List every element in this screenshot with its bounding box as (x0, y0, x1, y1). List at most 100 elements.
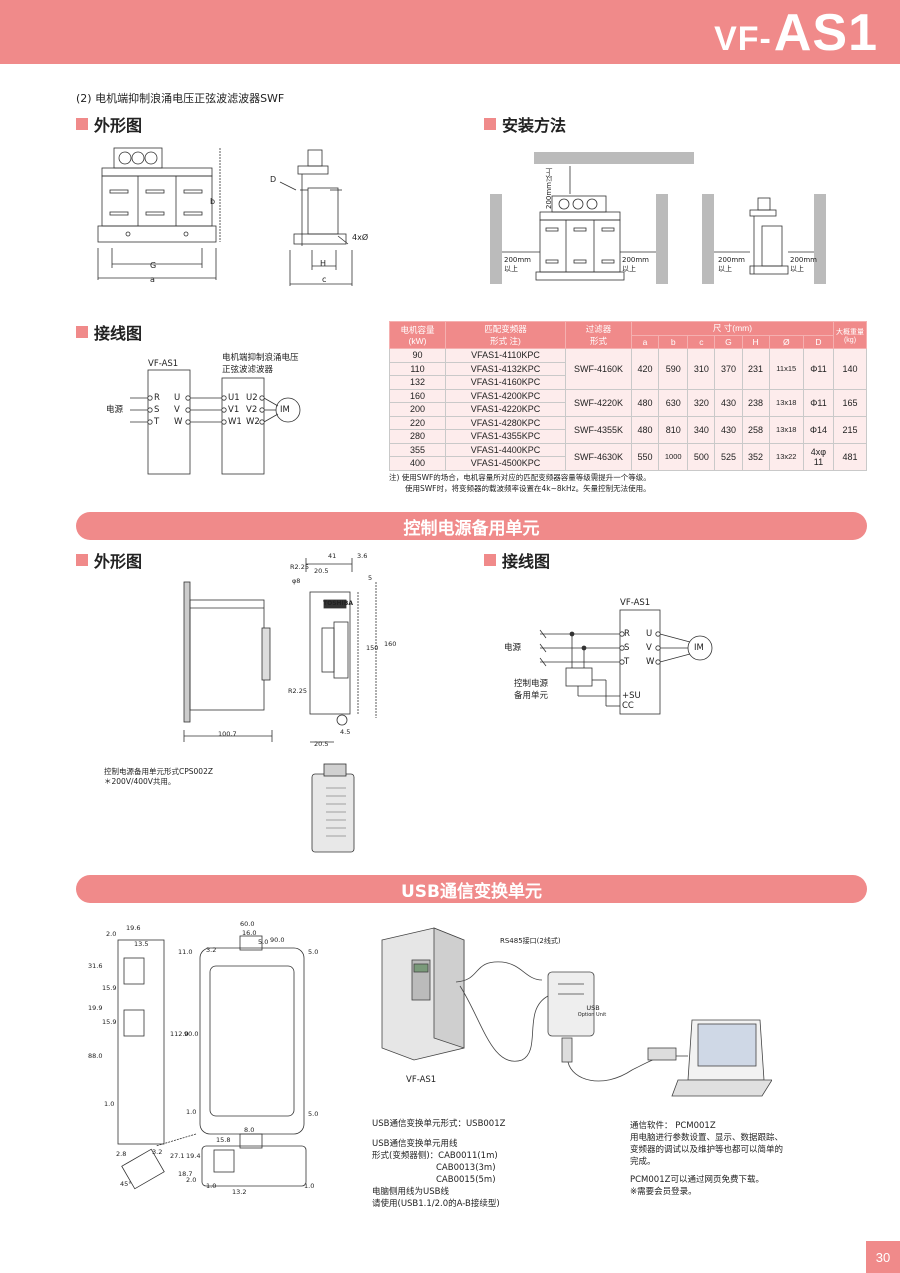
usb-software-line3: 完成。 (630, 1157, 656, 1167)
cps-wiring-inverter: VF-AS1 (620, 598, 651, 608)
header-bar (0, 0, 900, 64)
swf-term-U: U (174, 393, 181, 403)
swf-term-V2: V2 (246, 405, 258, 415)
usb-dim-28: 2.8 (116, 1150, 127, 1158)
cps-term-V: V (646, 643, 652, 653)
usb-dim-10b: 1.0 (186, 1108, 197, 1116)
usb-dim-50a: 5.0 (258, 938, 269, 946)
usb-dim-159b: 15.9 (102, 1018, 117, 1026)
swf-dim-a: a (150, 275, 155, 284)
usb-dim-271: 27.1 (170, 1152, 185, 1160)
square-bullet-icon (484, 554, 496, 566)
brand-suffix: AS1 (773, 4, 878, 62)
cps-dim-5: 5 (368, 574, 373, 582)
table-header-row: 电机容量(kW) 匹配变频器形式 注) 过滤器形式 尺 寸(mm) 大概重量(k… (389, 321, 867, 349)
cps-dim-phi8: φ8 (292, 577, 301, 585)
cps-dim-r225: R2.25 (290, 563, 309, 571)
usb-dim-32b: 3.2 (152, 1148, 163, 1156)
swf-outline-heading: 外形图 (76, 112, 142, 136)
usb-connector-label: RS485接口(2线式) (500, 937, 561, 945)
cps-caption-2: ＊200V/400V共用。 (104, 777, 176, 786)
col-model: 匹配变频器形式 注) (445, 321, 566, 349)
swf-spec-table: 电机容量(kW) 匹配变频器形式 注) 过滤器形式 尺 寸(mm) 大概重量(k… (389, 321, 867, 471)
col-capacity: 电机容量(kW) (389, 321, 446, 349)
swf-motor-label: IM (280, 405, 290, 415)
cps-term-S: S (624, 643, 630, 653)
usb-outline-drawing (117, 935, 307, 1190)
usb-dim-880: 88.0 (88, 1052, 103, 1060)
cps-term-R: R (624, 629, 630, 639)
swf-wiring-source: 电源 (106, 405, 124, 415)
swf-wiring-inverter-label: VF-AS1 (148, 359, 179, 369)
usb-software-line4: PCM001Z可以通过网页免费下载。 (630, 1175, 764, 1185)
swf-dim-G: G (150, 261, 157, 270)
cps-unit-line1: 控制电源 (514, 679, 549, 689)
usb-dim-110: 11.0 (178, 948, 193, 956)
cps-brand-mark: TOSHIBA (323, 600, 353, 607)
swf-term-V1: V1 (228, 405, 240, 415)
usb-dim-10a: 1.0 (104, 1100, 115, 1108)
swf-dim-D: D (270, 175, 277, 184)
cps-term-T: T (624, 657, 630, 667)
usb-dim-32: 3.2 (206, 946, 217, 954)
usb-dim-187: 18.7 (178, 1170, 193, 1178)
usb-dim-900: 90.0 (270, 936, 285, 944)
usb-photo-inverter-label: VF-AS1 (406, 1075, 437, 1085)
usb-dim-160: 16.0 (242, 929, 257, 937)
usb-pc-cable-2: 请使用(USB1.1/2.0的A-B接续型) (372, 1199, 500, 1209)
swf-term-U1: U1 (228, 393, 240, 403)
cps-term-W: W (646, 657, 655, 667)
square-bullet-icon (76, 118, 88, 130)
cps-term-U: U (646, 629, 653, 639)
usb-banner: USB通信变换单元 (76, 875, 867, 903)
usb-dim-199: 19.9 (88, 1004, 103, 1012)
cps-motor-label: IM (694, 643, 704, 653)
cps-dim-r225b: R2.25 (288, 687, 307, 695)
usb-dim-135: 13.5 (134, 940, 149, 948)
swf-outline-drawing (97, 147, 353, 286)
table-subheader-row: a b c G H Ø D (390, 334, 867, 349)
swf-dim-H: H (320, 259, 327, 268)
usb-dim-20b: 2.0 (186, 1176, 197, 1184)
usb-connection-illustration (381, 927, 772, 1097)
square-bullet-icon (76, 554, 88, 566)
swf-term-W1: W1 (228, 417, 242, 427)
swf-term-V: V (174, 405, 180, 415)
usb-dim-132: 13.2 (232, 1188, 247, 1196)
square-bullet-icon (484, 118, 496, 130)
usb-pc-cable: 电脑侧用线为USB线 (372, 1187, 449, 1197)
swf-install-heading: 安装方法 (484, 112, 566, 136)
usb-dim-50c: 5.0 (308, 1110, 319, 1118)
usb-software-line1: 用电脑进行参数设置、显示、数据跟踪、 (630, 1133, 784, 1143)
cps-wiring-source: 电源 (504, 643, 522, 653)
swf-term-T: T (154, 417, 160, 427)
cps-banner: 控制电源备用单元 (76, 512, 867, 540)
cps-wiring-diagram (539, 609, 713, 715)
swf-subtitle: (2) 电机端抑制浪涌电压正弦波滤波器SWF (76, 92, 285, 105)
cps-dim-160: 160 (384, 640, 397, 648)
usb-dim-196: 19.6 (126, 924, 141, 932)
cps-dim-150: 150 (366, 644, 379, 652)
usb-model: USB通信变换单元形式：USB001Z (372, 1119, 506, 1129)
usb-dim-45deg: 45° (120, 1180, 132, 1188)
col-filter: 过滤器形式 (565, 321, 632, 349)
swf-wiring-heading: 接线图 (76, 320, 142, 344)
swf-note-2: 使用SWF时，将变频器的载波频率设置在4k~8kHz。矢量控制无法使用。 (405, 484, 651, 493)
cps-term-su: +SU (622, 691, 641, 701)
cps-wiring-heading: 接线图 (484, 548, 550, 572)
swf-install-drawing (490, 152, 826, 284)
swf-dim-c: c (322, 275, 327, 284)
cps-term-cc: CC (622, 701, 634, 711)
cps-outline-drawing (183, 558, 377, 853)
